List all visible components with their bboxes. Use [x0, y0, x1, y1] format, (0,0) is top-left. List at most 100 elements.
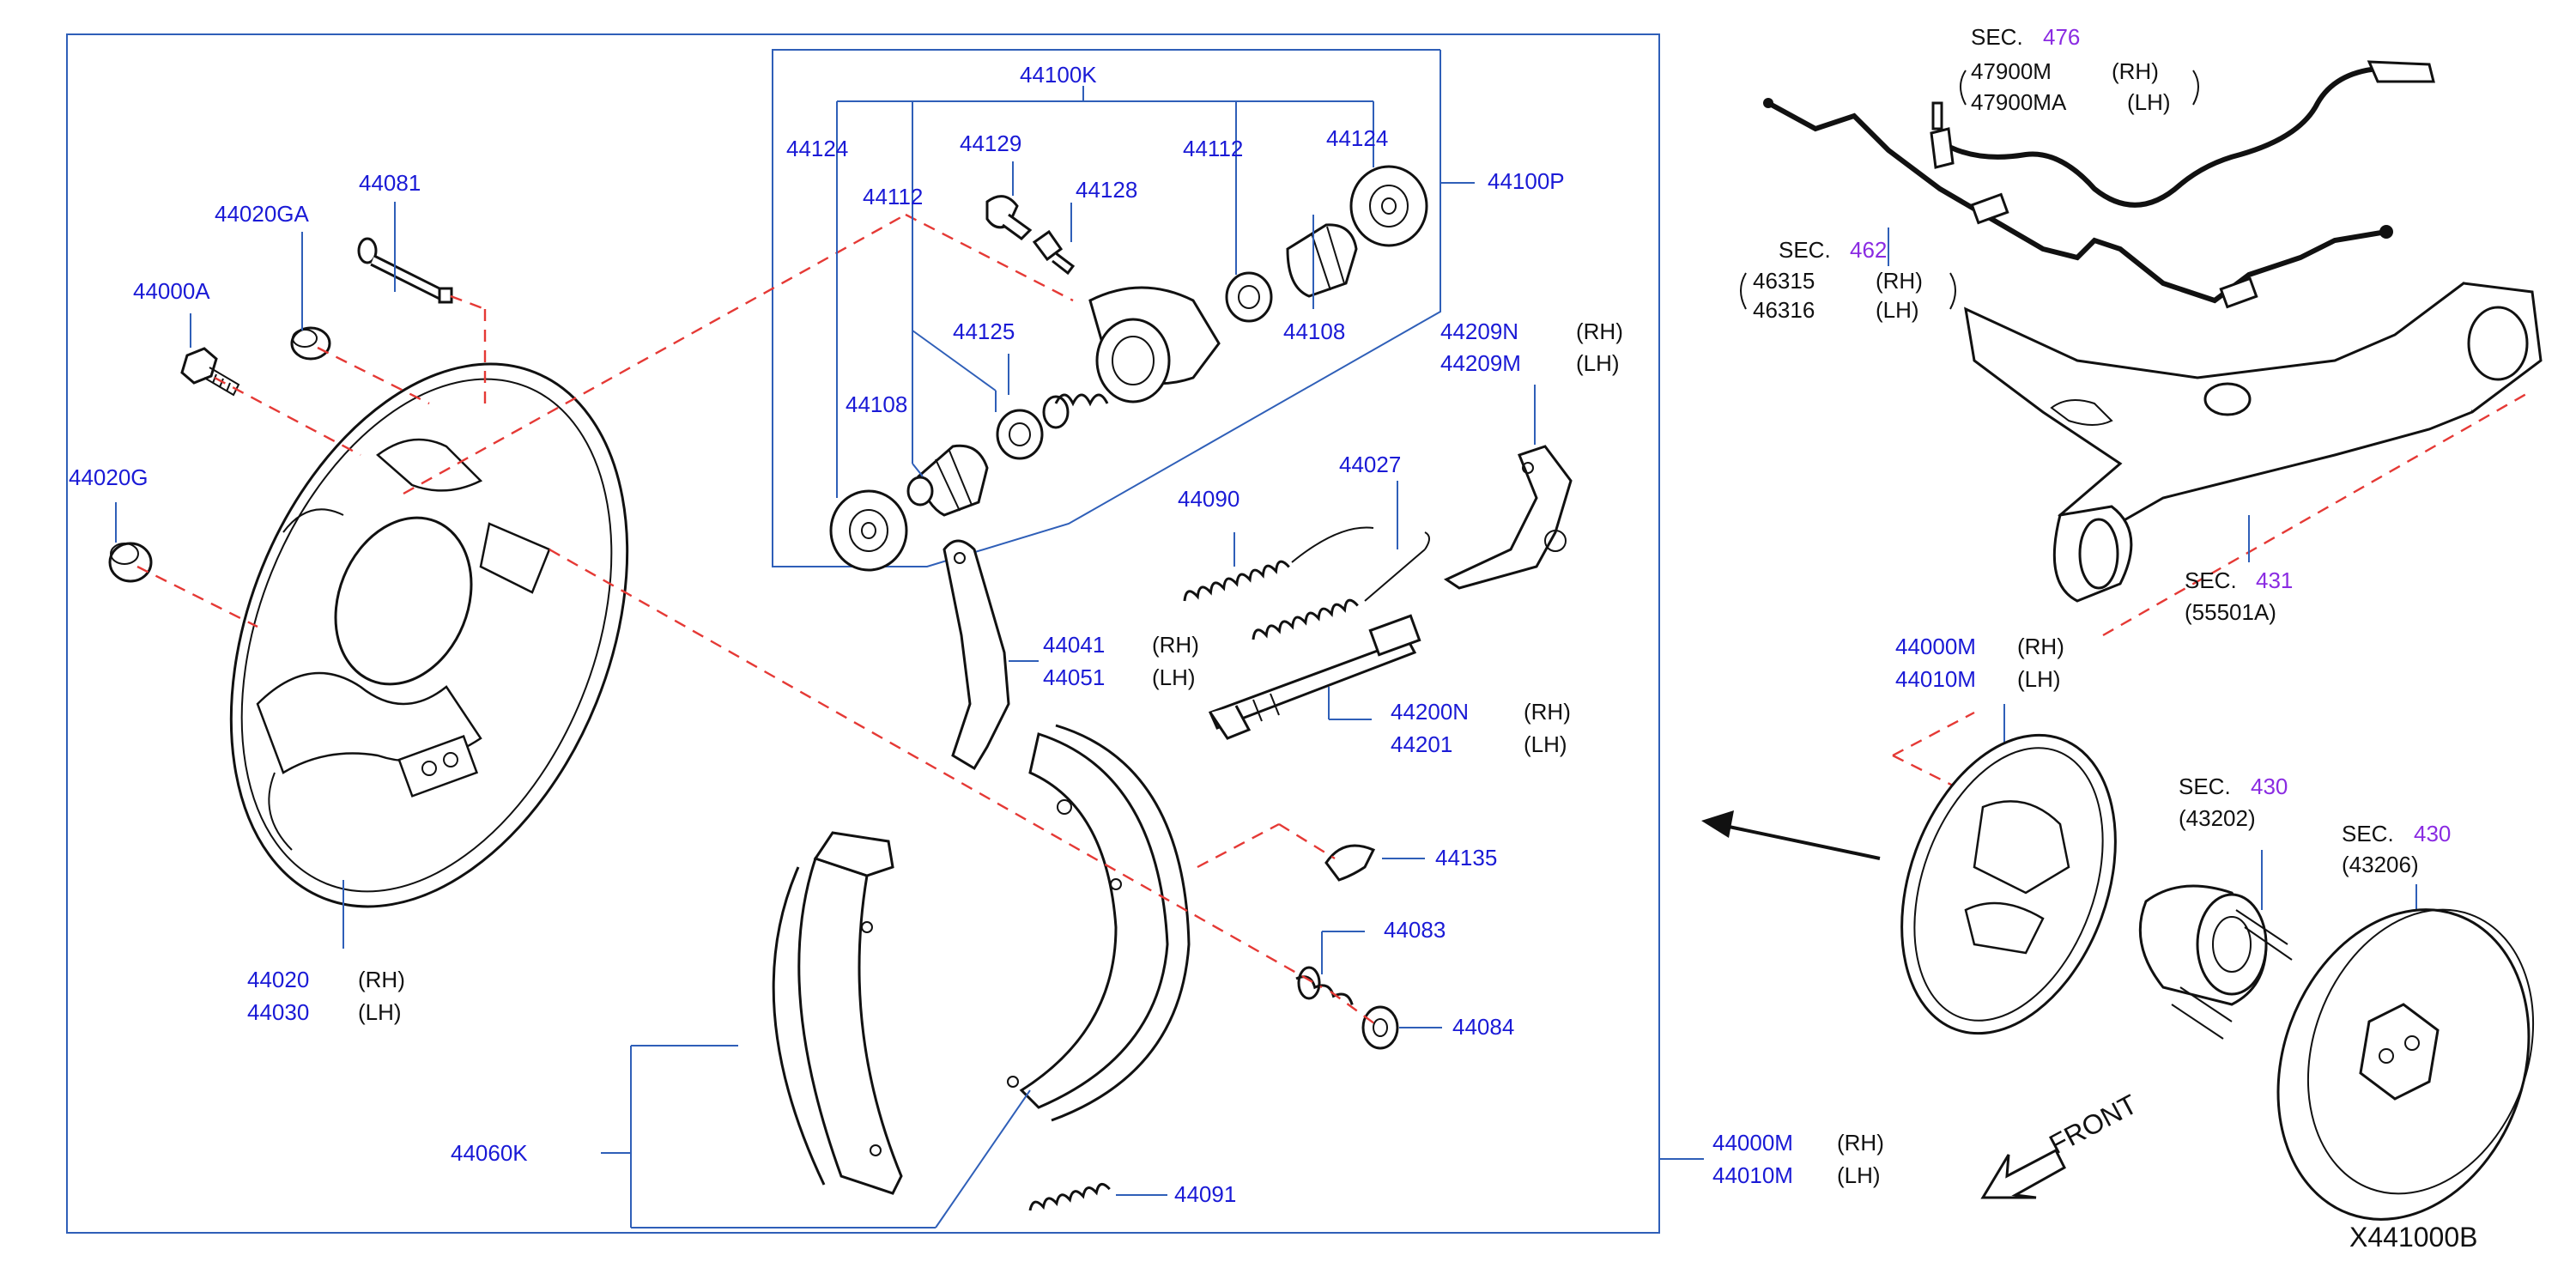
label-44124-right: 44124: [1326, 125, 1388, 151]
leader-lines: [115, 86, 2417, 1228]
label-44200N: 44200N: [1391, 699, 1469, 725]
label-44108-right: 44108: [1283, 318, 1345, 344]
brake-tube-46315: [1763, 98, 2393, 309]
label-44201-lh: (LH): [1524, 731, 1567, 757]
sec431-label: SEC.: [2185, 567, 2237, 593]
assembly-dashed-lines: [136, 213, 2533, 1027]
right-44000M: 44000M: [1895, 634, 1976, 659]
label-44027: 44027: [1339, 452, 1401, 477]
label-44100P: 44100P: [1488, 168, 1565, 194]
clip-44135: [1324, 844, 1376, 882]
sec462-number: 462: [1850, 237, 1887, 263]
label-44090: 44090: [1178, 486, 1240, 512]
label-44041-rh: (RH): [1152, 632, 1199, 658]
label-44108-left: 44108: [846, 391, 907, 417]
sec430b-number: 430: [2414, 821, 2451, 846]
label-44128: 44128: [1076, 177, 1137, 203]
lever-44041: [943, 539, 1010, 771]
part-46316-lh: (LH): [1876, 297, 1919, 323]
sensor-cable-47900M: [1930, 60, 2435, 208]
rear-axle-beam: [1964, 282, 2543, 603]
sec431-number: 431: [2256, 567, 2293, 593]
spring-44027: [1252, 531, 1430, 640]
label-44112-left: 44112: [863, 184, 923, 209]
label-44041: 44041: [1043, 632, 1105, 658]
part-47900MA-lh: (LH): [2127, 89, 2171, 115]
sec462-label: SEC.: [1779, 237, 1831, 263]
part-46316: 46316: [1753, 297, 1815, 323]
label-44129: 44129: [960, 130, 1021, 156]
label-44125: 44125: [953, 318, 1015, 344]
label-44083: 44083: [1384, 917, 1446, 943]
label-44091: 44091: [1174, 1181, 1236, 1207]
label-44209N: 44209N: [1440, 318, 1518, 344]
label-44020: 44020: [247, 967, 309, 992]
label-44209M: 44209M: [1440, 350, 1521, 376]
part-47900M-rh: (RH): [2112, 58, 2159, 84]
part-55501A: (55501A): [2185, 599, 2276, 625]
adjuster-44200N: [1208, 614, 1421, 740]
sec430a-number: 430: [2251, 774, 2288, 799]
sec476-label: SEC.: [1971, 24, 2023, 50]
pin-44081: [357, 237, 453, 304]
label-44135: 44135: [1435, 845, 1497, 871]
washer-44084: [1361, 1005, 1399, 1050]
label-44051-lh: (LH): [1152, 664, 1196, 690]
part-labels: 44100K 44124 44112 44129 44128 44112 441…: [69, 62, 1884, 1207]
right-44010M-lh: (LH): [2017, 666, 2061, 692]
label-44060K: 44060K: [451, 1140, 528, 1166]
sec476-number: 476: [2043, 24, 2080, 50]
label-44020-rh: (RH): [358, 967, 405, 992]
main-assembly-frame: [66, 33, 1660, 1234]
brake-assembly-small: [1900, 733, 2117, 1035]
part-46315-rh: (RH): [1876, 268, 1923, 294]
bolt-44000A: [180, 347, 240, 397]
front-arrow-icon: [1980, 1148, 2066, 1199]
part-47900MA: 47900MA: [1971, 89, 2067, 115]
label-44030: 44030: [247, 999, 309, 1025]
label-44112-right: 44112: [1183, 136, 1243, 161]
label-44081: 44081: [359, 170, 421, 196]
lever-44209N: [1443, 445, 1573, 590]
figure-code: X441000B: [2349, 1222, 2477, 1253]
right-44010M: 44010M: [1895, 666, 1976, 692]
spring-44083: [1295, 966, 1354, 1005]
label-44020G: 44020G: [69, 464, 148, 490]
wheel-cylinder-parts: [829, 165, 1428, 572]
brake-shoe-left: [772, 831, 903, 1195]
label-44209N-rh: (RH): [1576, 318, 1623, 344]
wheel-cylinder-frame: [772, 49, 1441, 567]
label-44000M-rh: (RH): [1837, 1130, 1884, 1156]
label-44010M-lh: (LH): [1837, 1162, 1881, 1188]
direction-arrow: [1701, 810, 1881, 860]
brake-shoe-right: [1007, 724, 1191, 1122]
label-44010M: 44010M: [1712, 1162, 1793, 1188]
label-44000A: 44000A: [133, 278, 210, 304]
part-43202: (43202): [2179, 805, 2256, 831]
front-label: FRONT: [2044, 1089, 2142, 1161]
label-44209M-lh: (LH): [1576, 350, 1620, 376]
part-47900M: 47900M: [1971, 58, 2052, 84]
plug-44020G: [108, 542, 153, 583]
label-44084: 44084: [1452, 1014, 1514, 1040]
part-46315: 46315: [1753, 268, 1815, 294]
label-44020GA: 44020GA: [215, 201, 310, 227]
hub-bearing: [2138, 884, 2293, 1040]
label-44030-lh: (LH): [358, 999, 402, 1025]
label-44100K: 44100K: [1020, 62, 1097, 88]
label-44124-left: 44124: [786, 136, 848, 161]
right-44000M-rh: (RH): [2017, 634, 2064, 659]
part-43206: (43206): [2342, 852, 2419, 877]
label-44201: 44201: [1391, 731, 1452, 757]
plug-44020GA: [290, 326, 331, 361]
label-44000M: 44000M: [1712, 1130, 1793, 1156]
backing-plate: [229, 362, 629, 908]
brake-drum: [2276, 908, 2535, 1221]
sec430a-label: SEC.: [2179, 774, 2231, 799]
sec430b-label: SEC.: [2342, 821, 2394, 846]
spring-44090: [1183, 526, 1374, 602]
label-44200N-rh: (RH): [1524, 699, 1571, 725]
label-44051: 44051: [1043, 664, 1105, 690]
spring-44091: [1028, 1182, 1111, 1211]
